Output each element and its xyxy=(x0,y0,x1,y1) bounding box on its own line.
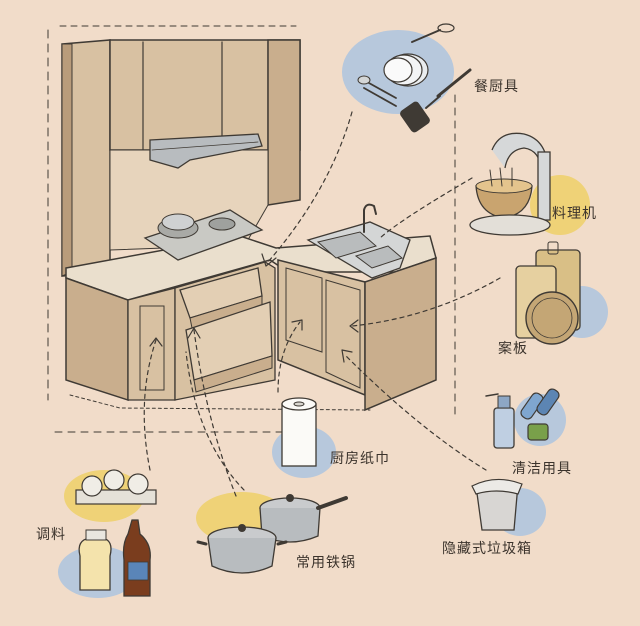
label-cutting-board: 案板 xyxy=(498,341,528,357)
seasoning-icon xyxy=(75,469,157,597)
label-cleaning: 清洁用具 xyxy=(512,461,572,477)
label-trash: 隐藏式垃圾箱 xyxy=(442,541,532,557)
arrows xyxy=(143,111,501,497)
tableware-icon xyxy=(357,23,472,133)
pots-icon xyxy=(196,494,348,574)
label-mixer: 料理机 xyxy=(552,206,597,222)
frame-lines xyxy=(47,25,456,433)
label-seasoning: 调料 xyxy=(36,527,66,543)
label-tableware: 餐厨具 xyxy=(474,79,519,95)
trash-bin-icon xyxy=(471,478,523,531)
kitchen-cabinets xyxy=(61,39,437,412)
paper-towel-icon xyxy=(281,397,317,467)
cleaning-supplies-icon xyxy=(485,388,560,449)
cutting-board-icon xyxy=(515,241,581,345)
label-paper-towel: 厨房纸巾 xyxy=(330,451,390,467)
label-pots: 常用铁锅 xyxy=(296,555,356,571)
mixer-icon xyxy=(469,132,551,236)
